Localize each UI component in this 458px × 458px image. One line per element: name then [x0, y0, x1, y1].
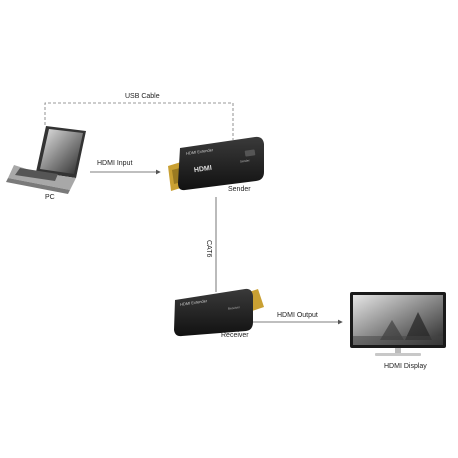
sender-device-icon: [168, 136, 264, 191]
hdmi-input-label: HDMI Input: [97, 160, 133, 167]
receiver-device-icon: [174, 288, 264, 337]
sender-label: Sender: [228, 186, 251, 193]
hdmi-display-label: HDMI Display: [384, 363, 427, 370]
hdmi-output-label: HDMI Output: [277, 312, 318, 319]
receiver-label: Receiver: [221, 332, 249, 339]
cat6-label: CAT6: [205, 240, 212, 258]
usb-cable-label: USB Cable: [125, 93, 160, 100]
tv-icon: [350, 292, 446, 356]
usb-cable-line: [44, 102, 234, 140]
laptop-icon: [6, 126, 86, 194]
pc-label: PC: [45, 194, 55, 201]
